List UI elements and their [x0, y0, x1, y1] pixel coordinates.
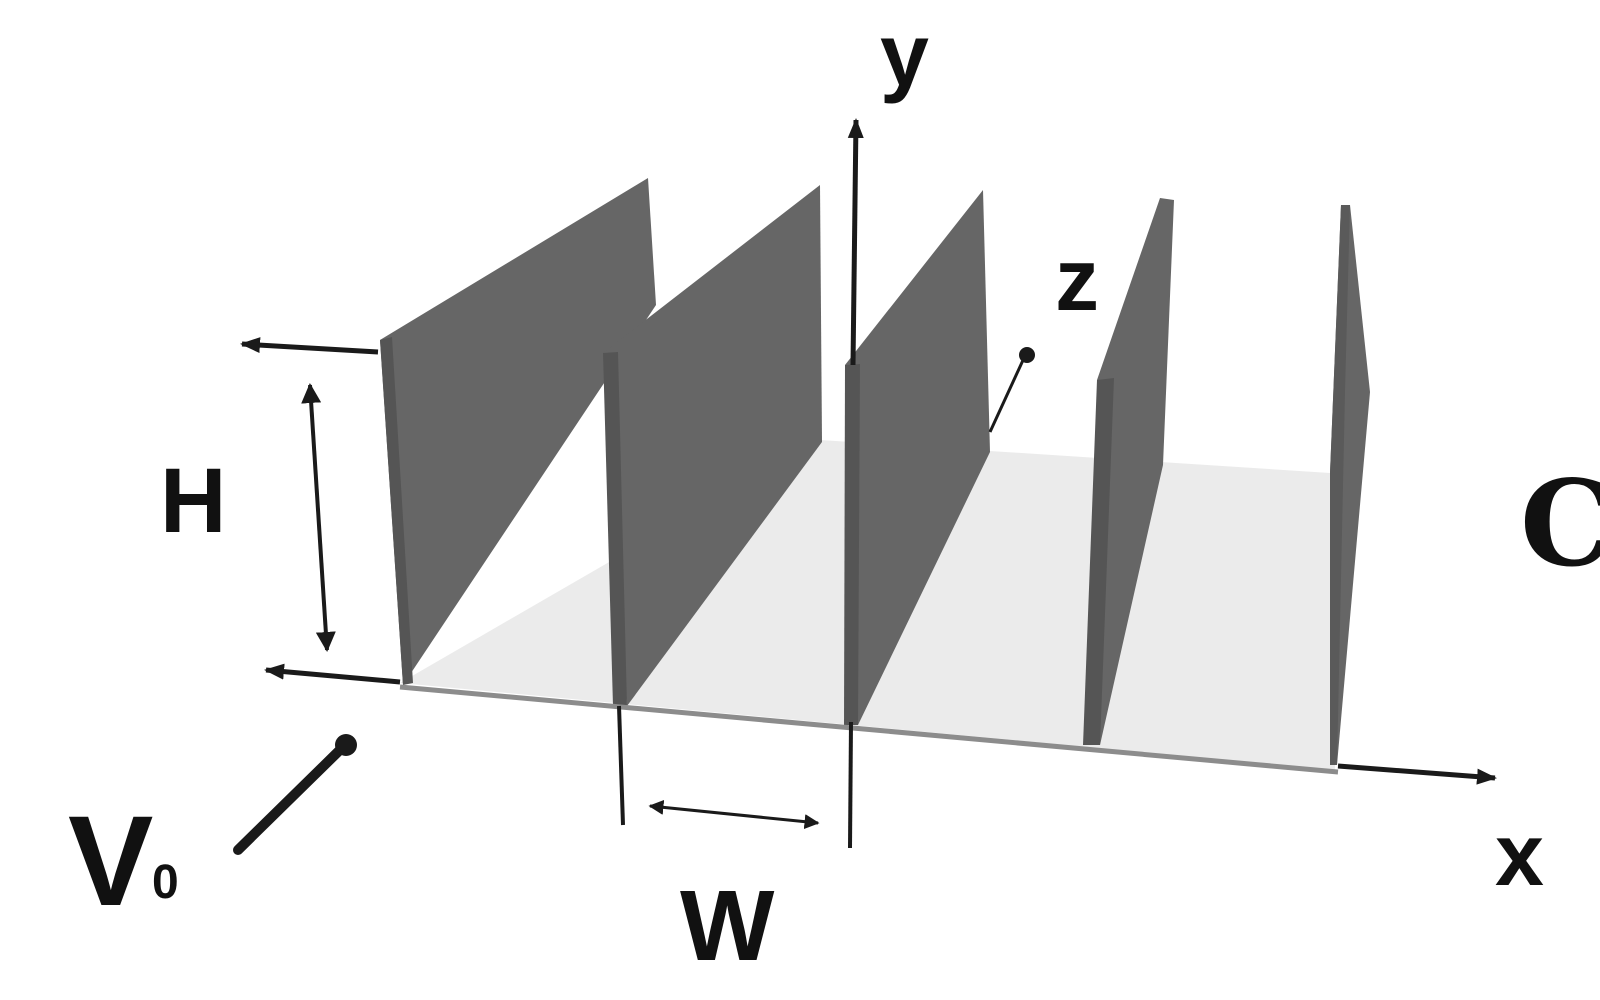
velocity-arrow-head [335, 734, 357, 756]
top-reference-arrow [240, 337, 379, 355]
fin-1 [380, 178, 656, 685]
velocity-arrow [233, 740, 350, 855]
fin-3 [844, 190, 990, 725]
y-axis-arrow [847, 118, 864, 366]
y-axis-label: y [880, 5, 929, 104]
width-dimension-arrow [648, 799, 820, 830]
fin-4 [1083, 198, 1174, 745]
z-axis-leader [988, 357, 1026, 433]
x-axis-label: x [1495, 805, 1544, 904]
bottom-reference-arrow [264, 663, 401, 685]
height-label: H [160, 450, 226, 552]
fin-2 [603, 185, 822, 706]
velocity-subscript: 0 [152, 856, 179, 909]
region-label: C [1520, 454, 1600, 593]
base-front-edge [399, 684, 1339, 775]
fin-5 [1330, 205, 1370, 765]
z-axis-label: z [1055, 230, 1099, 329]
width-extension-right [848, 721, 853, 849]
z-axis-dot [1019, 347, 1035, 363]
width-label: W [680, 870, 775, 982]
x-axis-arrow [1337, 763, 1497, 785]
height-dimension-arrow [301, 383, 336, 652]
width-extension-left [617, 705, 625, 826]
velocity-label: V [68, 790, 153, 933]
